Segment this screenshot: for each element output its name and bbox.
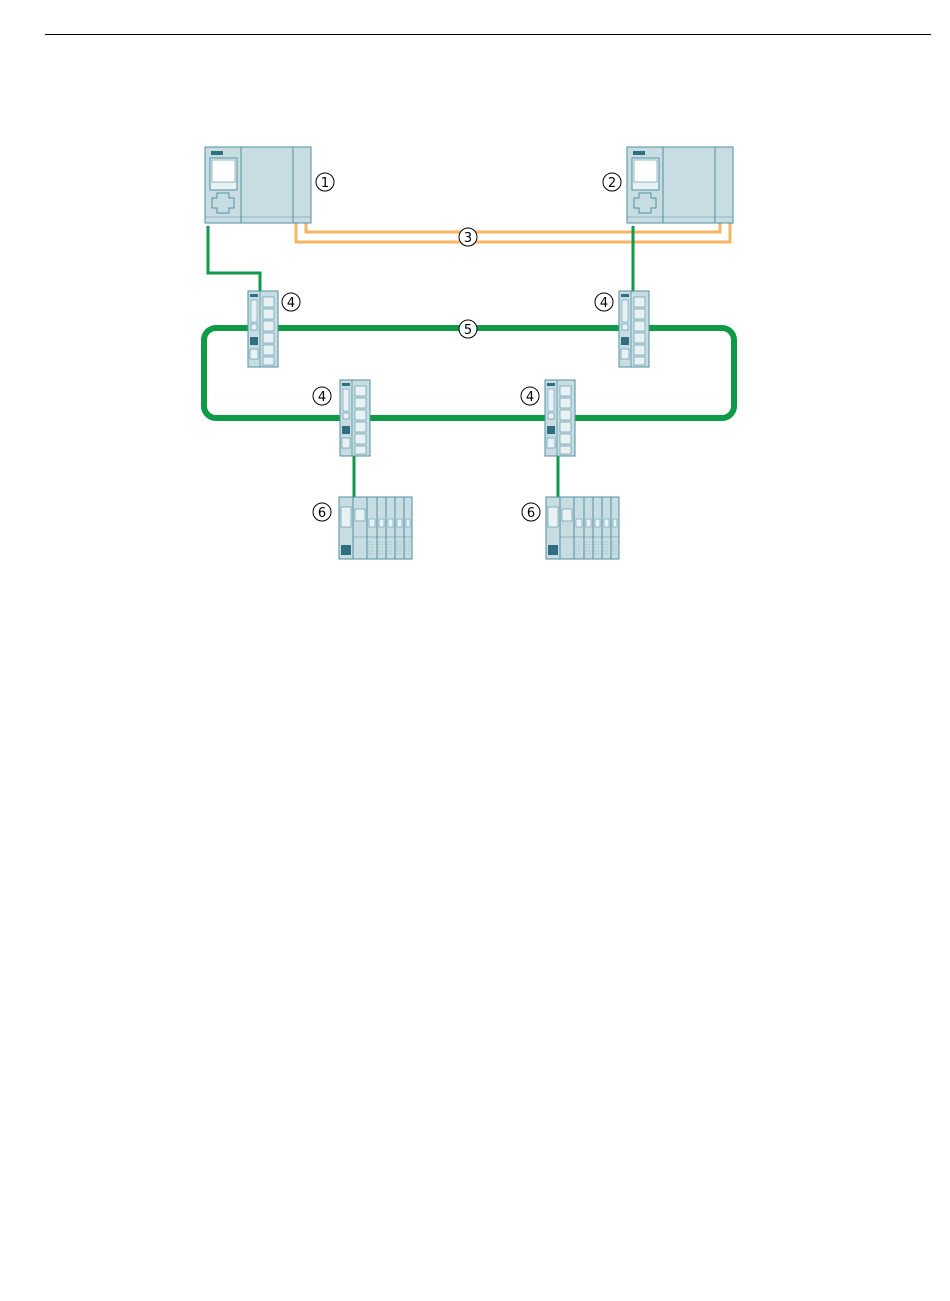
svg-text:6: 6 — [318, 506, 326, 521]
svg-text:2: 2 — [608, 176, 616, 191]
cpu-1 — [205, 147, 311, 223]
switch-top-right — [619, 291, 649, 367]
svg-text:4: 4 — [287, 296, 295, 311]
callout-3: 3 — [459, 228, 477, 246]
io-device-right — [546, 497, 619, 559]
svg-text:3: 3 — [464, 231, 472, 246]
cpu-2 — [627, 147, 733, 223]
switch-bottom-left — [340, 380, 370, 456]
svg-text:5: 5 — [464, 323, 472, 338]
switch-bottom-right — [545, 380, 575, 456]
sync-link — [296, 222, 730, 242]
callout-4-bottom-right: 4 — [521, 387, 539, 405]
svg-text:4: 4 — [526, 390, 534, 405]
callout-4-bottom-left: 4 — [313, 387, 331, 405]
svg-text:6: 6 — [527, 506, 535, 521]
callout-4-top-right: 4 — [595, 293, 613, 311]
callout-1: 1 — [316, 173, 334, 191]
profinet-ring — [204, 328, 734, 418]
callout-5: 5 — [459, 320, 477, 338]
svg-text:1: 1 — [321, 176, 329, 191]
callout-6-right: 6 — [522, 503, 540, 521]
svg-text:4: 4 — [600, 296, 608, 311]
io-device-left — [339, 497, 412, 559]
callout-2: 2 — [603, 173, 621, 191]
callout-4-top-left: 4 — [282, 293, 300, 311]
switch-top-left — [248, 291, 278, 367]
callout-6-left: 6 — [313, 503, 331, 521]
svg-text:4: 4 — [318, 390, 326, 405]
